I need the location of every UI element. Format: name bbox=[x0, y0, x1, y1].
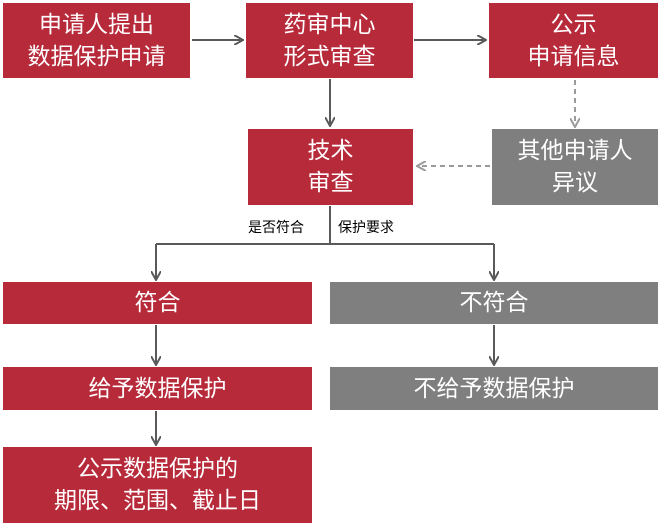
node-deny: 不给予数据保护 bbox=[330, 367, 658, 410]
node-apply-line1: 申请人提出 bbox=[39, 11, 154, 38]
node-apply: 申请人提出 数据保护申请 bbox=[3, 3, 190, 78]
node-technical: 技术 审查 bbox=[248, 129, 413, 205]
node-announce-line2: 期限、范围、截止日 bbox=[54, 488, 261, 514]
node-technical-line1: 技术 bbox=[307, 138, 354, 164]
node-apply-line2: 数据保护申请 bbox=[27, 43, 166, 70]
node-conform: 符合 bbox=[3, 282, 312, 324]
node-grant: 给予数据保护 bbox=[3, 367, 312, 410]
node-center: 药审中心 形式审查 bbox=[246, 3, 413, 78]
node-objection: 其他申请人 异议 bbox=[492, 129, 658, 205]
node-nonconform-label: 不符合 bbox=[459, 290, 529, 316]
node-announce: 公示数据保护的 期限、范围、截止日 bbox=[3, 447, 312, 523]
node-grant-label: 给予数据保护 bbox=[88, 375, 227, 402]
node-publicize: 公示 申请信息 bbox=[489, 3, 658, 78]
node-center-line1: 药审中心 bbox=[283, 11, 376, 38]
node-nonconform: 不符合 bbox=[330, 282, 658, 324]
node-technical-line2: 审查 bbox=[307, 170, 354, 196]
label-question-right: 保护要求 bbox=[338, 220, 394, 236]
node-announce-line1: 公示数据保护的 bbox=[77, 456, 238, 482]
node-center-line2: 形式审查 bbox=[283, 43, 376, 70]
node-publicize-line1: 公示 bbox=[550, 11, 597, 38]
node-deny-label: 不给予数据保护 bbox=[413, 375, 575, 402]
node-publicize-line2: 申请信息 bbox=[527, 43, 620, 70]
node-objection-line1: 其他申请人 bbox=[517, 138, 633, 164]
label-question-left: 是否符合 bbox=[248, 220, 304, 236]
node-objection-line2: 异议 bbox=[552, 170, 598, 196]
node-conform-label: 符合 bbox=[134, 290, 181, 316]
